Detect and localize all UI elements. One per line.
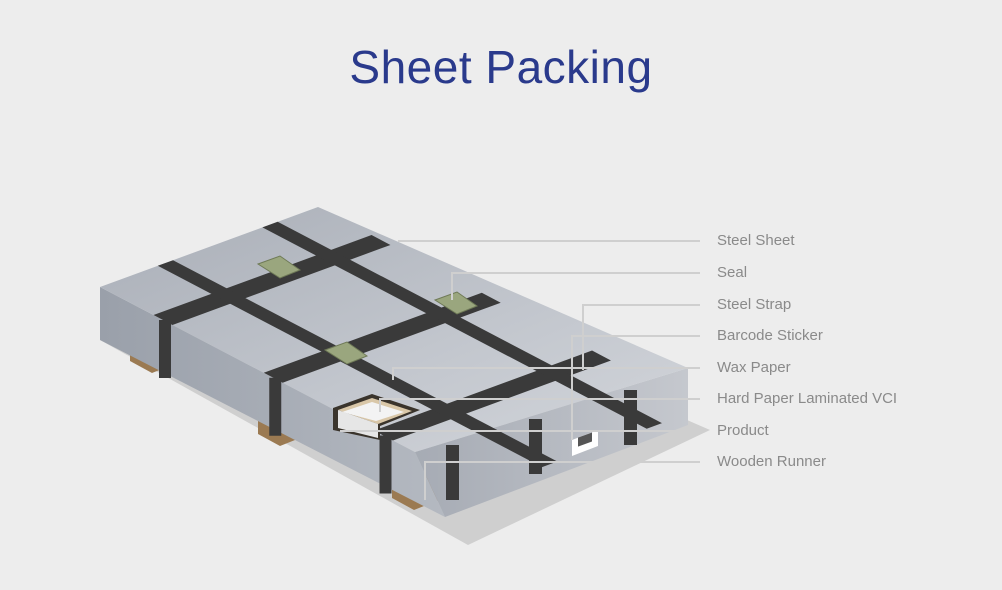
steel-strap-side xyxy=(159,320,171,378)
seal xyxy=(323,341,369,365)
leader-line xyxy=(379,398,700,412)
steel-strap xyxy=(262,221,662,429)
steel-strap xyxy=(157,260,558,468)
steel-strap-side xyxy=(446,445,459,500)
leader-line xyxy=(451,272,700,300)
label-wax-paper: Wax Paper xyxy=(717,359,791,376)
label-steel-sheet: Steel Sheet xyxy=(717,232,795,249)
steel-strap-side xyxy=(529,419,542,474)
seal xyxy=(256,255,302,279)
label-product: Product xyxy=(717,422,769,439)
seal xyxy=(433,291,479,315)
leader-line xyxy=(392,367,700,380)
label-barcode-sticker: Barcode Sticker xyxy=(717,327,823,344)
leader-line xyxy=(424,461,700,500)
label-wooden-runner: Wooden Runner xyxy=(717,453,826,470)
steel-strap-side xyxy=(379,435,392,494)
barcode-sticker xyxy=(572,430,598,456)
label-steel-strap: Steel Strap xyxy=(717,296,792,313)
label-seal: Seal xyxy=(717,264,748,281)
diagram-title: Sheet Packing xyxy=(349,41,653,93)
label-hard-paper-laminated-vci: Hard Paper Laminated VCI xyxy=(717,390,898,407)
leader-line xyxy=(571,335,700,440)
leader-line xyxy=(582,304,700,370)
steel-strap-side xyxy=(269,377,282,436)
